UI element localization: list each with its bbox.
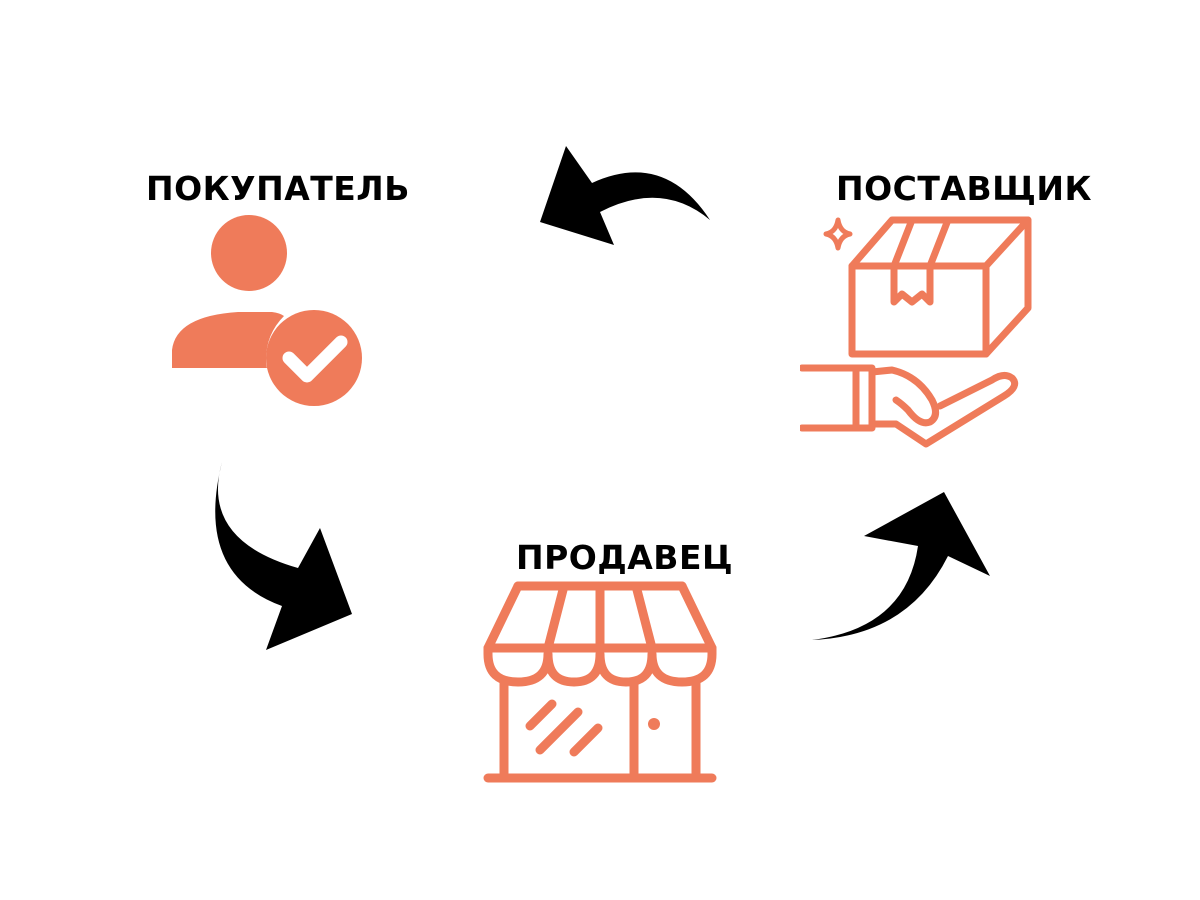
arrow-supplier-to-buyer: [540, 146, 710, 245]
user-check-icon: [172, 215, 362, 406]
arrow-buyer-to-seller: [215, 462, 352, 650]
box-in-hand-icon: [800, 216, 1032, 448]
arrow-seller-to-supplier: [812, 492, 990, 640]
supplier-label: ПОСТАВЩИК: [836, 169, 1092, 208]
seller-label: ПРОДАВЕЦ: [516, 538, 734, 577]
storefront-icon: [483, 581, 717, 783]
buyer-label: ПОКУПАТЕЛЬ: [146, 169, 410, 208]
